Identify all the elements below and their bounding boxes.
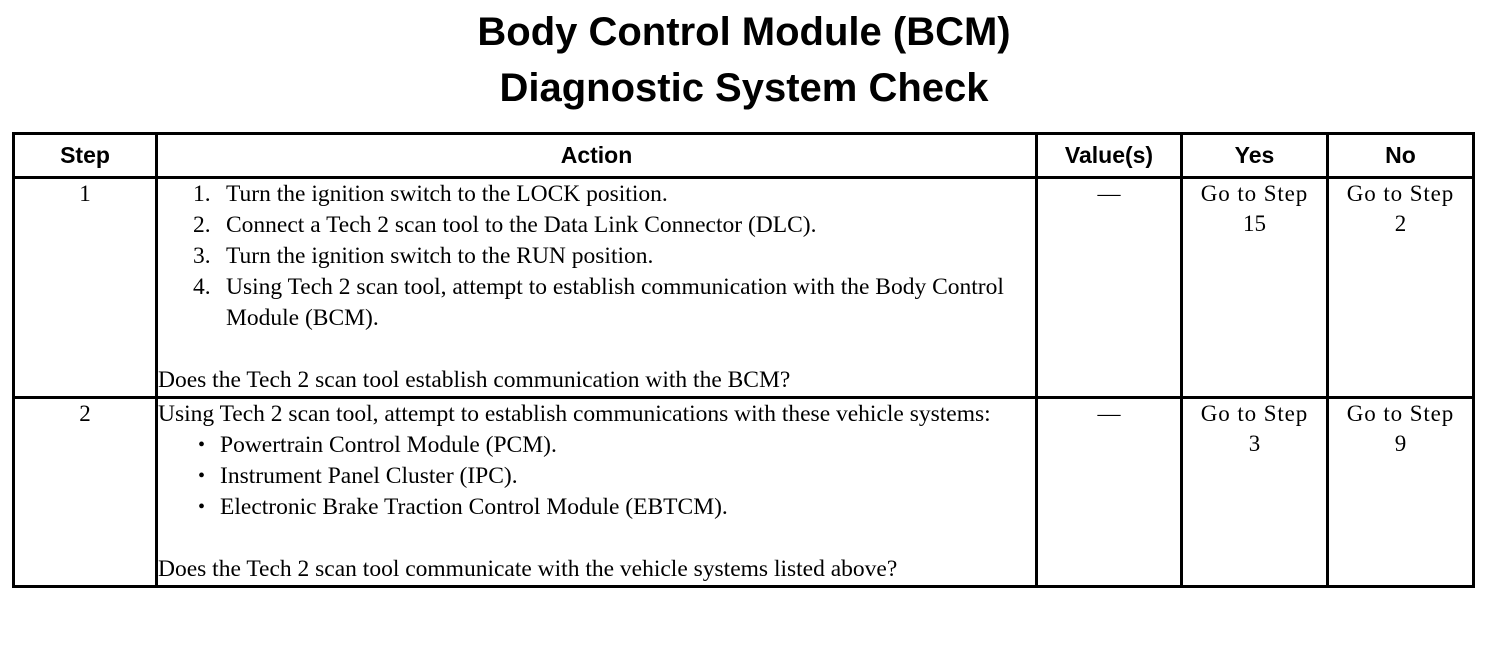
list-item-text: Instrument Panel Cluster (IPC). (220, 463, 518, 489)
list-item: • Electronic Brake Traction Control Modu… (198, 492, 1035, 523)
yes-branch-step: 15 (1243, 211, 1266, 236)
step-action: Using Tech 2 scan tool, attempt to estab… (155, 396, 1038, 588)
step-yes-branch: Go to Step 15 (1180, 176, 1329, 399)
list-item: • Instrument Panel Cluster (IPC). (198, 461, 1035, 492)
list-item: 4. Using Tech 2 scan tool, attempt to es… (193, 272, 1035, 334)
step-number: 2 (12, 396, 158, 588)
list-item-text: Turn the ignition switch to the LOCK pos… (226, 181, 668, 207)
table-header-row: Step Action Value(s) Yes No (12, 132, 1475, 179)
yes-branch-label: Go to Step (1200, 181, 1309, 206)
paragraph-spacer (158, 334, 1035, 365)
step-no-branch: Go to Step 2 (1326, 176, 1475, 399)
title-line-2: Diagnostic System Check (499, 66, 989, 110)
bullet-icon: • (198, 434, 206, 456)
paragraph-spacer (158, 523, 1035, 554)
step-value: — (1035, 176, 1183, 399)
yes-branch-step: 3 (1248, 431, 1261, 456)
list-item: 2. Connect a Tech 2 scan tool to the Dat… (193, 210, 1035, 241)
no-branch-label: Go to Step (1346, 181, 1455, 206)
header-action: Action (155, 132, 1038, 179)
step-yes-branch: Go to Step 3 (1180, 396, 1329, 588)
page-title: Body Control Module (BCM) Diagnostic Sys… (0, 4, 1488, 116)
diagnostic-table: Step Action Value(s) Yes No 1 1. Turn th… (12, 132, 1475, 588)
header-value: Value(s) (1035, 132, 1183, 179)
list-item-text: Turn the ignition switch to the RUN posi… (226, 243, 654, 269)
list-item-text: Connect a Tech 2 scan tool to the Data L… (226, 212, 817, 238)
bullet-icon: • (198, 496, 206, 518)
step-action: 1. Turn the ignition switch to the LOCK … (155, 176, 1038, 399)
header-no: No (1326, 132, 1475, 179)
list-item-text: Powertrain Control Module (PCM). (220, 432, 557, 458)
step-value: — (1035, 396, 1183, 588)
system-bullet-list: • Powertrain Control Module (PCM). • Ins… (158, 430, 1035, 523)
list-marker: 2. (193, 212, 211, 238)
table-row: 1 1. Turn the ignition switch to the LOC… (12, 176, 1475, 399)
list-marker: 1. (193, 181, 211, 207)
bullet-icon: • (198, 465, 206, 487)
no-branch-step: 2 (1394, 211, 1407, 236)
list-item-text: Electronic Brake Traction Control Module… (220, 494, 728, 520)
list-marker: 4. (193, 274, 211, 300)
step-number: 1 (12, 176, 158, 399)
header-step: Step (12, 132, 158, 179)
step-intro: Using Tech 2 scan tool, attempt to estab… (158, 401, 991, 427)
numbered-instruction-list: 1. Turn the ignition switch to the LOCK … (158, 179, 1035, 334)
list-item: 1. Turn the ignition switch to the LOCK … (193, 179, 1035, 210)
step-question: Does the Tech 2 scan tool communicate wi… (158, 556, 898, 582)
no-branch-label: Go to Step (1346, 401, 1455, 426)
step-question: Does the Tech 2 scan tool establish comm… (158, 367, 791, 393)
list-marker: 3. (193, 243, 211, 269)
list-item: • Powertrain Control Module (PCM). (198, 430, 1035, 461)
yes-branch-label: Go to Step (1200, 401, 1309, 426)
header-yes: Yes (1180, 132, 1329, 179)
title-line-1: Body Control Module (BCM) (477, 10, 1011, 54)
table-row: 2 Using Tech 2 scan tool, attempt to est… (12, 396, 1475, 588)
list-item-text: Using Tech 2 scan tool, attempt to estab… (226, 274, 1004, 331)
no-branch-step: 9 (1394, 431, 1407, 456)
list-item: 3. Turn the ignition switch to the RUN p… (193, 241, 1035, 272)
step-no-branch: Go to Step 9 (1326, 396, 1475, 588)
